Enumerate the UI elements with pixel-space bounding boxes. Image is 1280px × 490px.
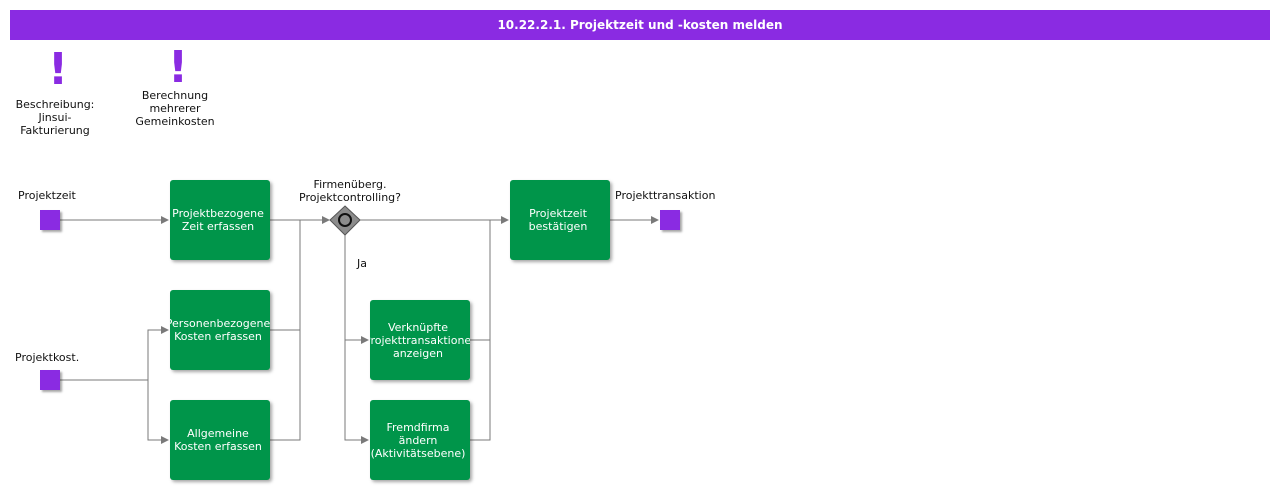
start-event-projektkost[interactable]	[40, 370, 60, 390]
event-label-projekttransaktion: Projekttransaktion	[615, 189, 716, 202]
task-projektbezogene-zeit-erfassen[interactable]: Projektbezogene Zeit erfassen	[170, 180, 270, 260]
gateway-label: Firmenüberg. Projektcontrolling?	[299, 178, 401, 204]
task-label: Allgemeine Kosten erfassen	[174, 427, 262, 453]
note-label-berechnung: Berechnung mehrerer Gemeinkosten	[135, 89, 215, 128]
edge-split-allgemeine	[147, 380, 169, 444]
task-verknuepfte-projekttransaktionen-anzeigen[interactable]: Verknüpfte Projekttransaktionen anzeigen	[370, 300, 470, 380]
task-label: Personenbezogene Kosten erfassen	[170, 317, 270, 343]
edge-personen-merge	[270, 220, 301, 331]
task-personenbezogene-kosten-erfassen[interactable]: Personenbezogene Kosten erfassen	[170, 290, 270, 370]
task-label: Verknüpfte Projekttransaktionen anzeigen	[370, 320, 470, 360]
edge-gateway-fremdfirma	[344, 340, 369, 444]
edge-fremdfirma-merge	[470, 340, 491, 441]
task-label: Projektbezogene Zeit erfassen	[172, 207, 264, 233]
edge-allgemeine-merge	[270, 330, 301, 441]
note-label-beschreibung: Beschreibung: Jinsui- Fakturierung	[15, 98, 95, 137]
edge-verknuepfte-merge	[470, 220, 491, 341]
diagram-title: 10.22.2.1. Projektzeit und -kosten melde…	[10, 10, 1270, 40]
task-allgemeine-kosten-erfassen[interactable]: Allgemeine Kosten erfassen	[170, 400, 270, 480]
branch-label-ja: Ja	[357, 257, 367, 270]
start-event-projektzeit[interactable]	[40, 210, 60, 230]
edge-split-personen	[147, 326, 169, 380]
gateway-diamond	[329, 205, 361, 236]
task-label: Fremdfirma ändern (Aktivitätsebene)	[370, 420, 466, 460]
end-event-projekttransaktion[interactable]	[660, 210, 680, 230]
task-projektzeit-bestaetigen[interactable]: Projektzeit bestätigen	[510, 180, 610, 260]
task-fremdfirma-aendern[interactable]: Fremdfirma ändern (Aktivitätsebene)	[370, 400, 470, 480]
event-label-projektzeit: Projektzeit	[18, 189, 76, 202]
edge-gateway-verknuepfte	[344, 235, 369, 344]
event-label-projektkost: Projektkost.	[15, 351, 80, 364]
task-label: Projektzeit bestätigen	[528, 207, 588, 233]
